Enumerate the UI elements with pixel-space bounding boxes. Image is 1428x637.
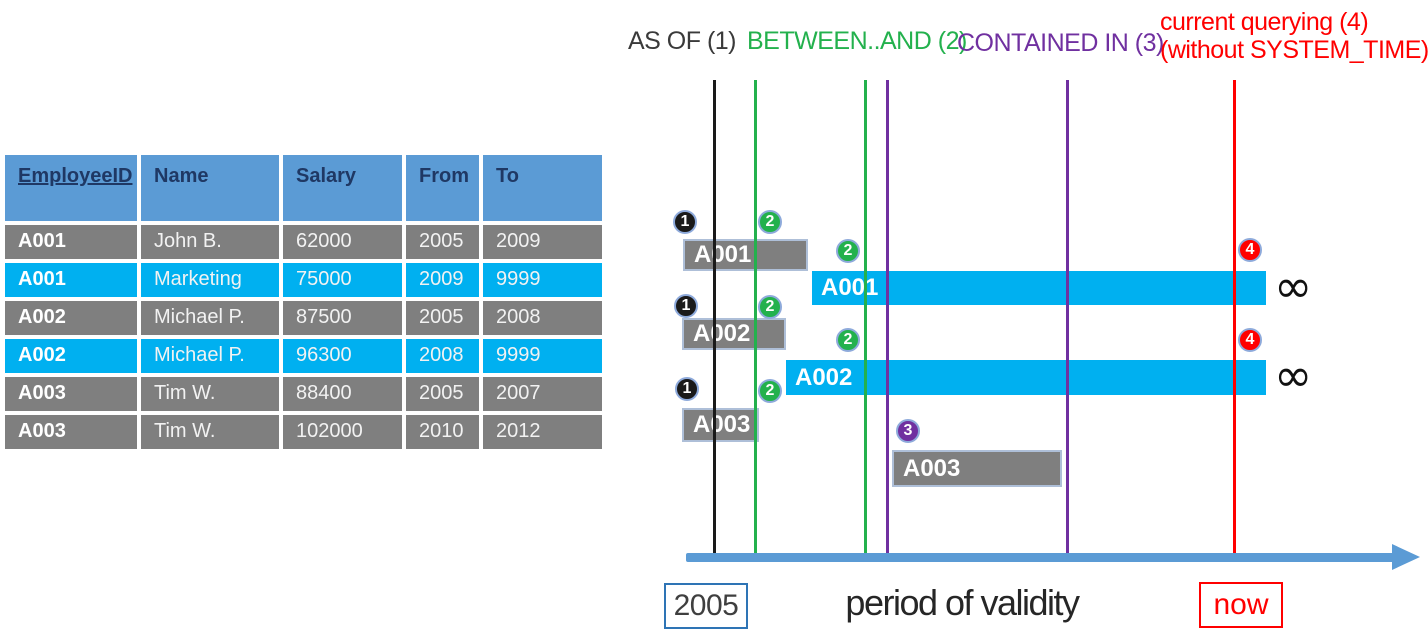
table-cell: 2009 [406,263,479,297]
table-cell: 88400 [283,377,402,411]
validity-bar: A002 [786,360,1266,395]
validity-bar: A001 [683,239,808,271]
table-header-cell: From [406,155,479,221]
query-number-badge: 2 [758,379,782,403]
validity-bar-label: A002 [795,363,853,391]
query-number-badge: 1 [675,377,699,401]
table-cell: Tim W. [141,415,279,449]
validity-bar: A003 [892,450,1062,487]
table-cell: 87500 [283,301,402,335]
table-cell: 2008 [483,301,602,335]
validity-bar-label: A003 [693,411,751,438]
table-cell: 2008 [406,339,479,373]
start-year-box: 2005 [664,583,748,629]
query-number-badge: 3 [896,419,920,443]
line-between-end [864,80,867,560]
validity-bar-label: A001 [694,241,752,268]
line-now [1233,80,1236,560]
table-cell: A001 [5,225,137,259]
table-header-cell: Name [141,155,279,221]
table-cell: 2005 [406,301,479,335]
timeline-axis [686,553,1396,562]
validity-bar-label: A002 [693,320,751,347]
table-cell: A001 [5,263,137,297]
table-cell: 2010 [406,415,479,449]
legend-between-and: BETWEEN..AND (2) [747,27,967,55]
table-cell: A003 [5,377,137,411]
legend-current-line1: current querying (4) [1160,8,1369,36]
line-as-of [713,80,716,560]
table-cell: 96300 [283,339,402,373]
line-between-start [754,80,757,560]
query-number-badge: 2 [758,210,782,234]
validity-bar: A002 [682,318,786,350]
query-number-badge: 4 [1238,328,1262,352]
axis-arrow-icon [1392,544,1420,570]
table-cell: 2007 [483,377,602,411]
line-contained-start [886,80,889,560]
query-number-badge: 1 [674,294,698,318]
infinity-icon: ∞ [1274,259,1313,313]
table-header-cell: To [483,155,602,221]
infinity-icon: ∞ [1274,348,1313,402]
table-cell: Michael P. [141,339,279,373]
table-cell: 9999 [483,263,602,297]
table-cell: A003 [5,415,137,449]
table-cell: John B. [141,225,279,259]
line-contained-end [1066,80,1069,560]
query-number-badge: 2 [836,328,860,352]
table-cell: 62000 [283,225,402,259]
validity-bar: A003 [682,408,759,442]
validity-bar: A001 [812,271,1266,305]
query-number-badge: 4 [1238,238,1262,262]
table-cell: 75000 [283,263,402,297]
table-cell: 102000 [283,415,402,449]
legend-current-line2: (without SYSTEM_TIME) [1160,36,1428,64]
query-number-badge: 2 [758,295,782,319]
validity-bar-label: A003 [903,454,961,482]
table-cell: 9999 [483,339,602,373]
validity-bar-label: A001 [821,274,879,301]
legend-contained-in: CONTAINED IN (3) [957,29,1164,57]
table-cell: 2005 [406,225,479,259]
axis-title: period of validity [845,582,1080,623]
table-cell: 2012 [483,415,602,449]
table-cell: Tim W. [141,377,279,411]
table-cell: Marketing [141,263,279,297]
table-cell: Michael P. [141,301,279,335]
table-cell: A002 [5,301,137,335]
table-header-cell: EmployeeID [5,155,137,221]
query-number-badge: 2 [836,239,860,263]
query-number-badge: 1 [673,210,697,234]
now-box: now [1199,582,1283,628]
legend-current-querying: current querying (4) (without SYSTEM_TIM… [1160,8,1428,64]
table-cell: 2009 [483,225,602,259]
table-cell: 2005 [406,377,479,411]
table-header-cell: Salary [283,155,402,221]
table-cell: A002 [5,339,137,373]
legend-as-of: AS OF (1) [628,27,737,55]
